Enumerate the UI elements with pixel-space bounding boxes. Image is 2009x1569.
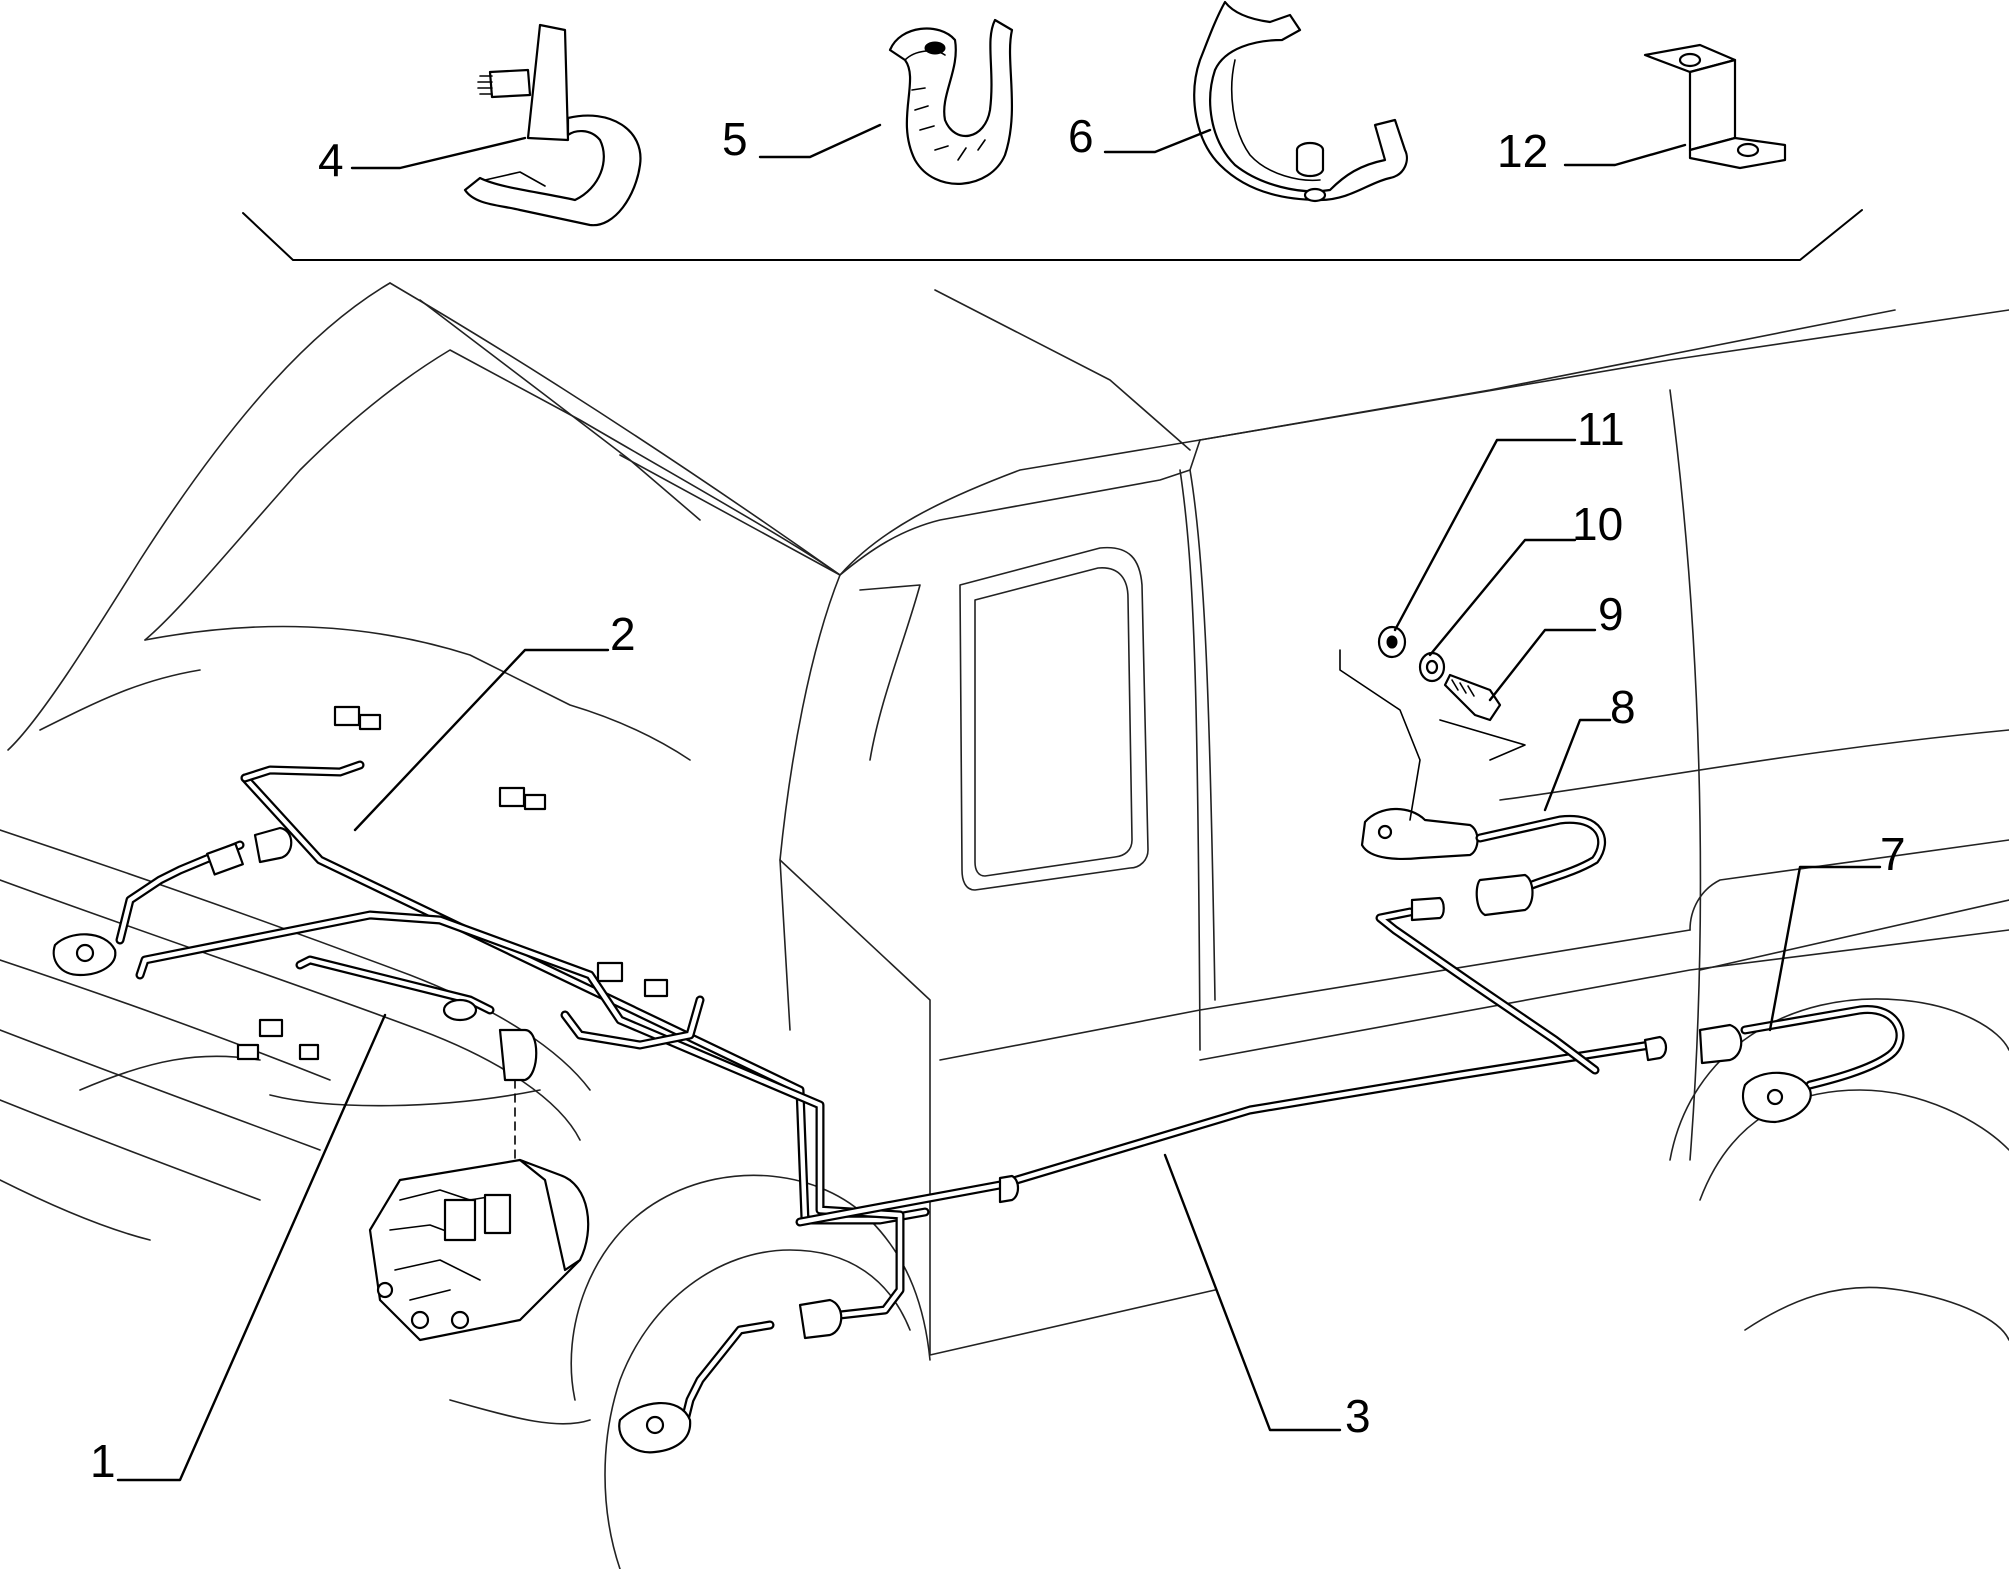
leader-3 xyxy=(1163,1153,1342,1432)
rear-left-wheel-sensor xyxy=(1360,807,1607,922)
leader-9 xyxy=(1488,628,1597,702)
callout-5: 5 xyxy=(722,113,748,165)
leader-1 xyxy=(116,1013,387,1482)
part-6-saddle-clamp xyxy=(1193,0,1408,203)
leader-6 xyxy=(1103,128,1212,154)
callout-1: 1 xyxy=(90,1435,116,1487)
callout-labels: 4 5 6 12 2 1 3 11 10 9 8 7 xyxy=(90,110,1906,1487)
part-5-cable-strap xyxy=(888,18,1014,185)
leader-2 xyxy=(353,648,610,832)
detail-bracket-line xyxy=(242,209,1863,261)
callout-11: 11 xyxy=(1577,403,1625,455)
connector-upper-1 xyxy=(333,705,361,727)
callout-2: 2 xyxy=(610,608,636,660)
leader-12 xyxy=(1563,143,1687,167)
leader-lines xyxy=(116,123,1882,1482)
leader-5 xyxy=(758,123,882,159)
detail-parts-group xyxy=(242,0,1863,261)
abs-connector xyxy=(498,1028,538,1082)
front-left-wheel-sensor xyxy=(618,1298,843,1454)
callout-12: 12 xyxy=(1497,125,1548,177)
callout-4: 4 xyxy=(318,134,344,186)
callout-7: 7 xyxy=(1880,828,1906,880)
abs-hydraulic-unit xyxy=(368,1079,590,1342)
leader-11 xyxy=(1393,438,1577,632)
part-12-z-bracket xyxy=(1643,43,1787,170)
callout-6: 6 xyxy=(1068,110,1094,162)
leader-4 xyxy=(350,136,527,170)
leader-7 xyxy=(1768,865,1882,1032)
callout-10: 10 xyxy=(1572,498,1623,550)
part-4-clip-with-stud xyxy=(463,23,642,227)
bolt-9 xyxy=(1443,673,1502,722)
abs-wiring-harness xyxy=(52,625,1905,1454)
leader-8 xyxy=(1543,718,1612,812)
callout-3: 3 xyxy=(1345,1390,1371,1442)
callout-9: 9 xyxy=(1598,588,1624,640)
front-right-wheel-sensor xyxy=(52,826,293,977)
rear-right-wheel-sensor xyxy=(998,1005,1905,1204)
vehicle-body-outline xyxy=(0,282,2009,1569)
mounting-hardware xyxy=(1339,625,1526,821)
leader-10 xyxy=(1428,538,1577,657)
callout-8: 8 xyxy=(1610,681,1636,733)
